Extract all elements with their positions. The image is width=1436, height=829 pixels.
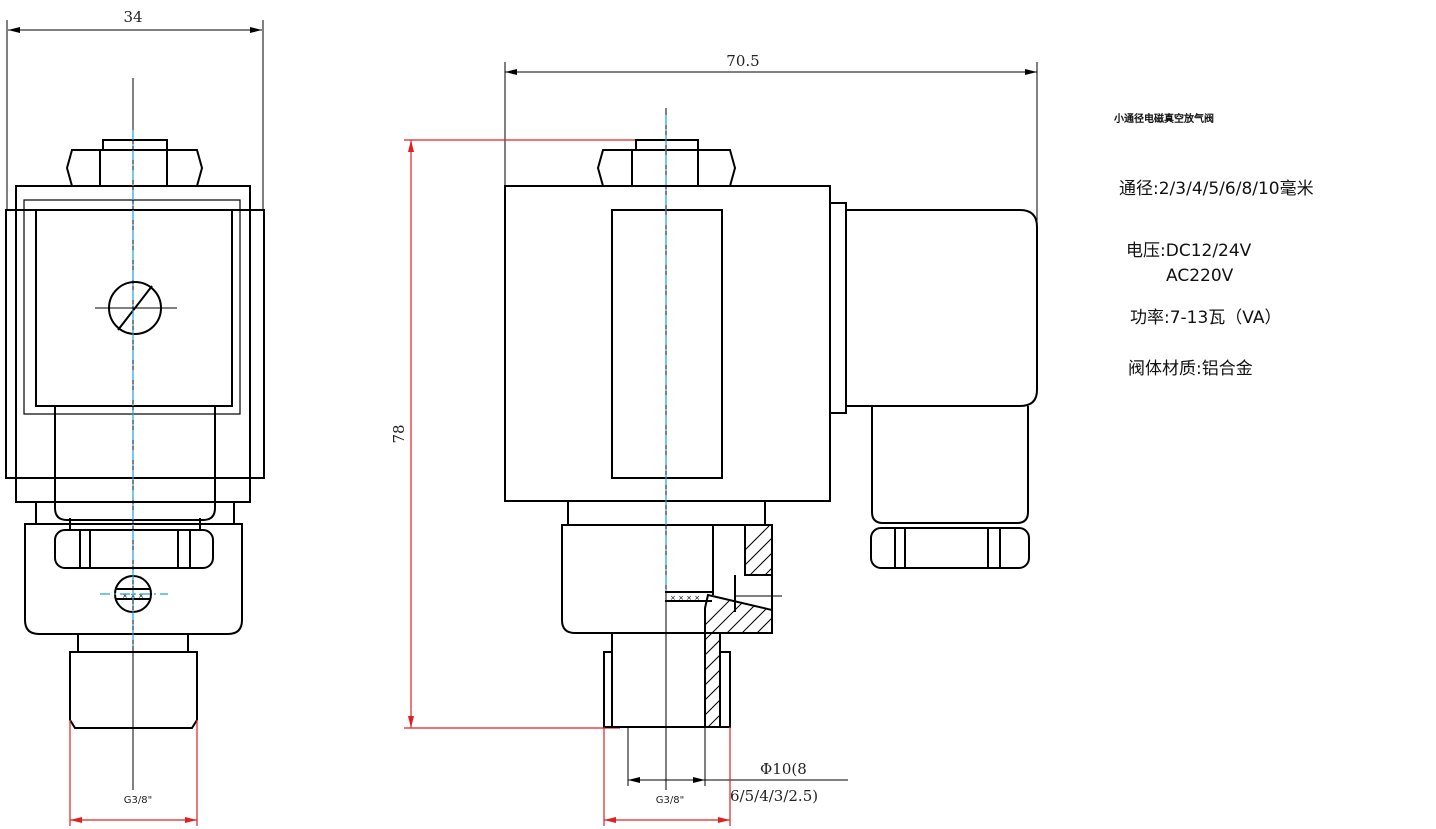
svg-text:× × × ×: × × × × <box>670 594 700 602</box>
orifice-label-line2: 6/5/4/3/2.5) <box>730 787 818 805</box>
side-view: 70.5 78 <box>390 52 1038 826</box>
front-view: 34 × × × <box>5 8 265 826</box>
side-thread-label: G3/8" <box>656 795 684 806</box>
side-width-label: 70.5 <box>726 52 759 70</box>
orifice-label-line1: Φ10(8 <box>760 760 807 778</box>
spec-power: 功率:7-13瓦（VA） <box>1130 308 1282 328</box>
spec-title: 小通径电磁真空放气阀 <box>1114 114 1214 125</box>
front-width-label: 34 <box>123 8 142 26</box>
spec-voltage-dc: 电压:DC12/24V <box>1126 241 1252 261</box>
spec-material: 阀体材质:铝合金 <box>1128 359 1253 379</box>
front-thread-label: G3/8" <box>124 795 152 806</box>
spec-voltage-ac: AC220V <box>1166 266 1234 286</box>
height-label: 78 <box>390 424 408 443</box>
spec-bore: 通径:2/3/4/5/6/8/10毫米 <box>1119 179 1314 199</box>
